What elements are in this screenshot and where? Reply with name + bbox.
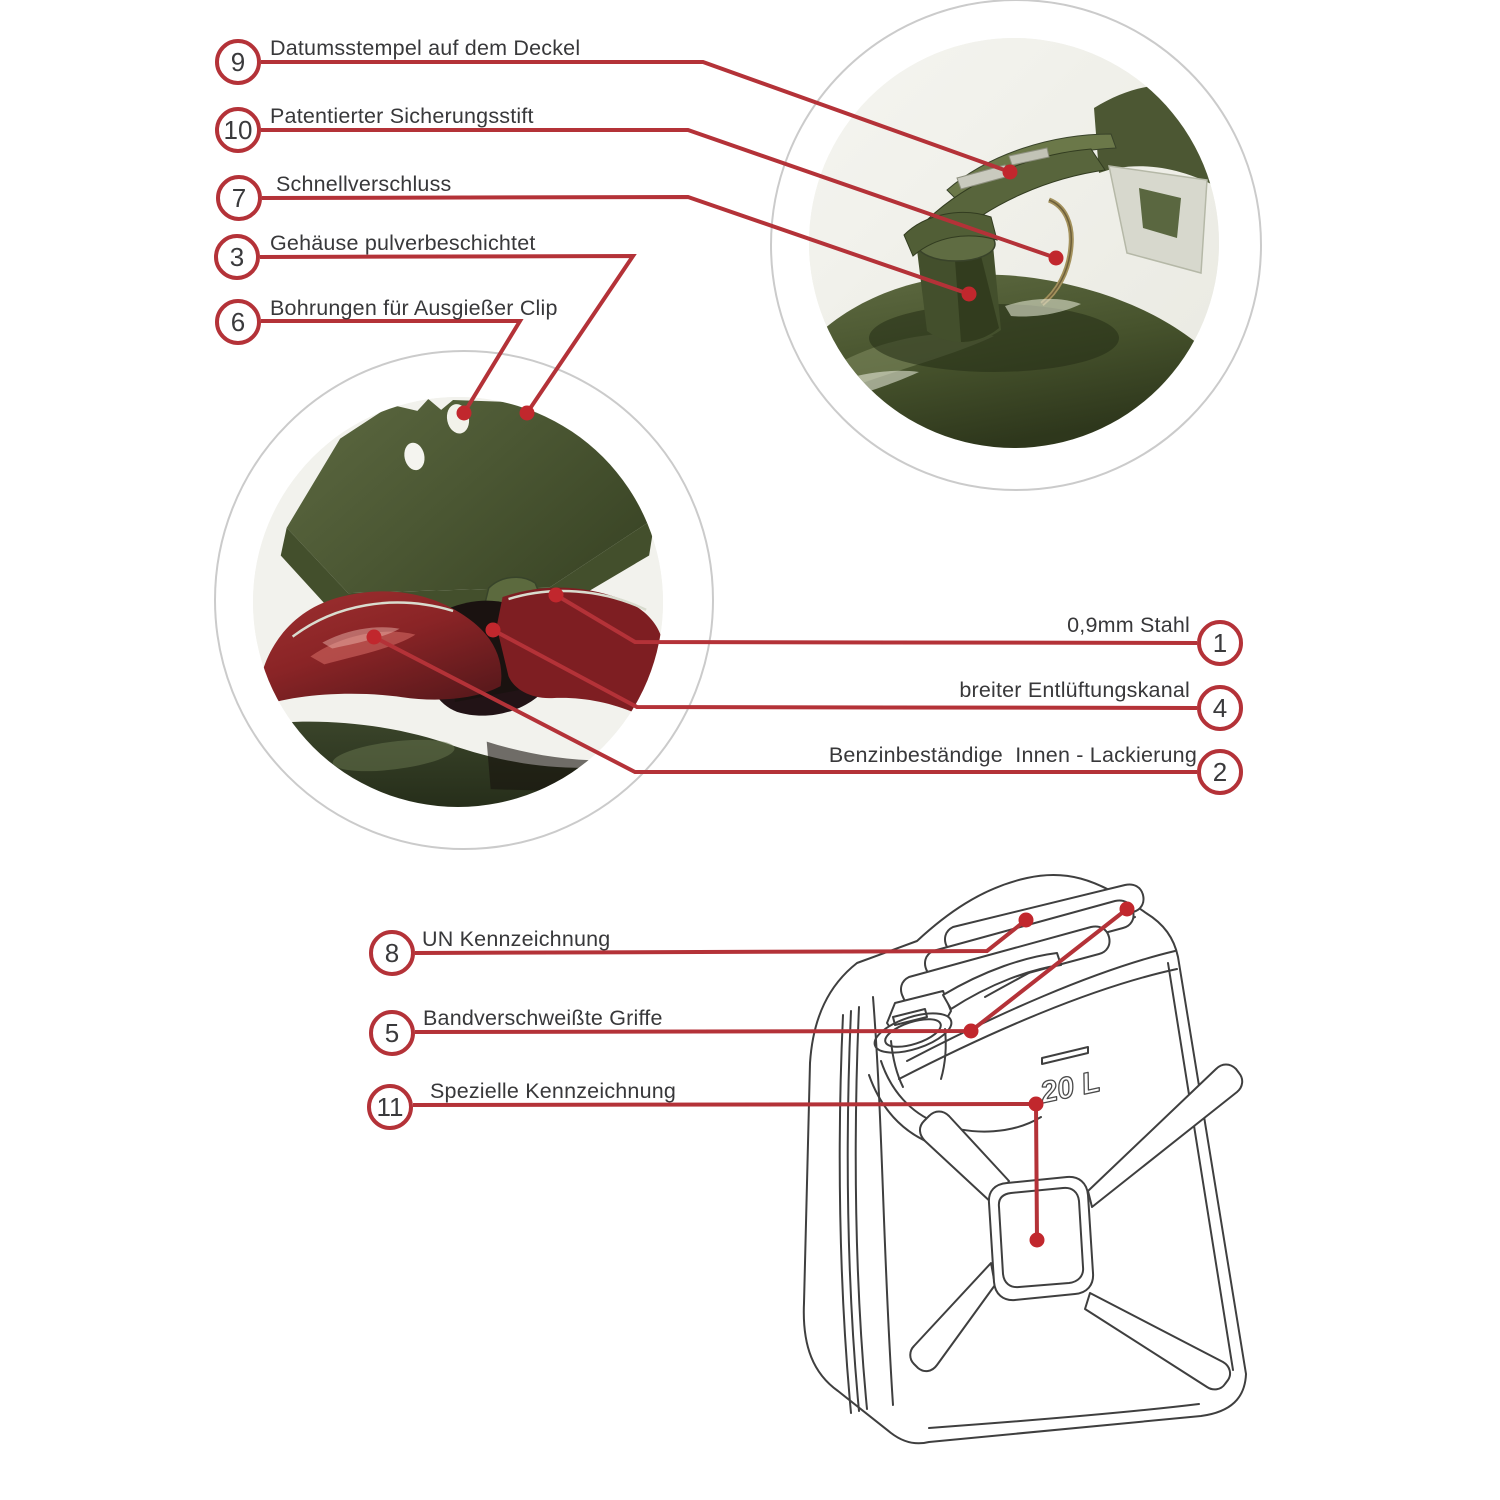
- callout-circle-3: 3: [214, 234, 260, 280]
- closure-photo-art: [809, 38, 1219, 448]
- label-stahl: 0,9mm Stahl: [1067, 613, 1190, 637]
- label-datumsstempel: Datumsstempel auf dem Deckel: [270, 36, 581, 60]
- label-bohrungen: Bohrungen für Ausgießer Clip: [270, 296, 558, 320]
- label-un-kennzeichnung: UN Kennzeichnung: [422, 927, 611, 951]
- callout-circle-10: 10: [215, 107, 261, 153]
- label-griffe: Bandverschweißte Griffe: [423, 1006, 663, 1030]
- label-schnellverschluss: Schnellverschluss: [276, 172, 452, 196]
- callout-circle-6: 6: [215, 299, 261, 345]
- callout-circle-9: 9: [215, 39, 261, 85]
- label-spezielle-kennzeichnung: Spezielle Kennzeichnung: [430, 1079, 677, 1103]
- callout-circle-4: 4: [1197, 685, 1243, 731]
- label-innenlackierung: Benzinbeständige Innen - Lackierung: [828, 743, 1197, 767]
- callout-circle-11: 11: [367, 1084, 413, 1130]
- label-sicherungsstift: Patentierter Sicherungsstift: [270, 104, 534, 128]
- spout-cross-section-photo: [253, 397, 663, 807]
- callout-circle-7: 7: [216, 175, 262, 221]
- callout-circle-2: 2: [1197, 749, 1243, 795]
- jerrycan-line-drawing: 20 L: [802, 873, 1247, 1445]
- label-gehaeuse: Gehäuse pulverbeschichtet: [270, 231, 536, 255]
- callout-circle-1: 1: [1197, 620, 1243, 666]
- label-entlueftungskanal: breiter Entlüftungskanal: [959, 678, 1190, 702]
- closure-detail-photo: [809, 38, 1219, 448]
- callout-circle-8: 8: [369, 930, 415, 976]
- spout-photo-art: [253, 397, 663, 807]
- callout-circle-5: 5: [369, 1010, 415, 1056]
